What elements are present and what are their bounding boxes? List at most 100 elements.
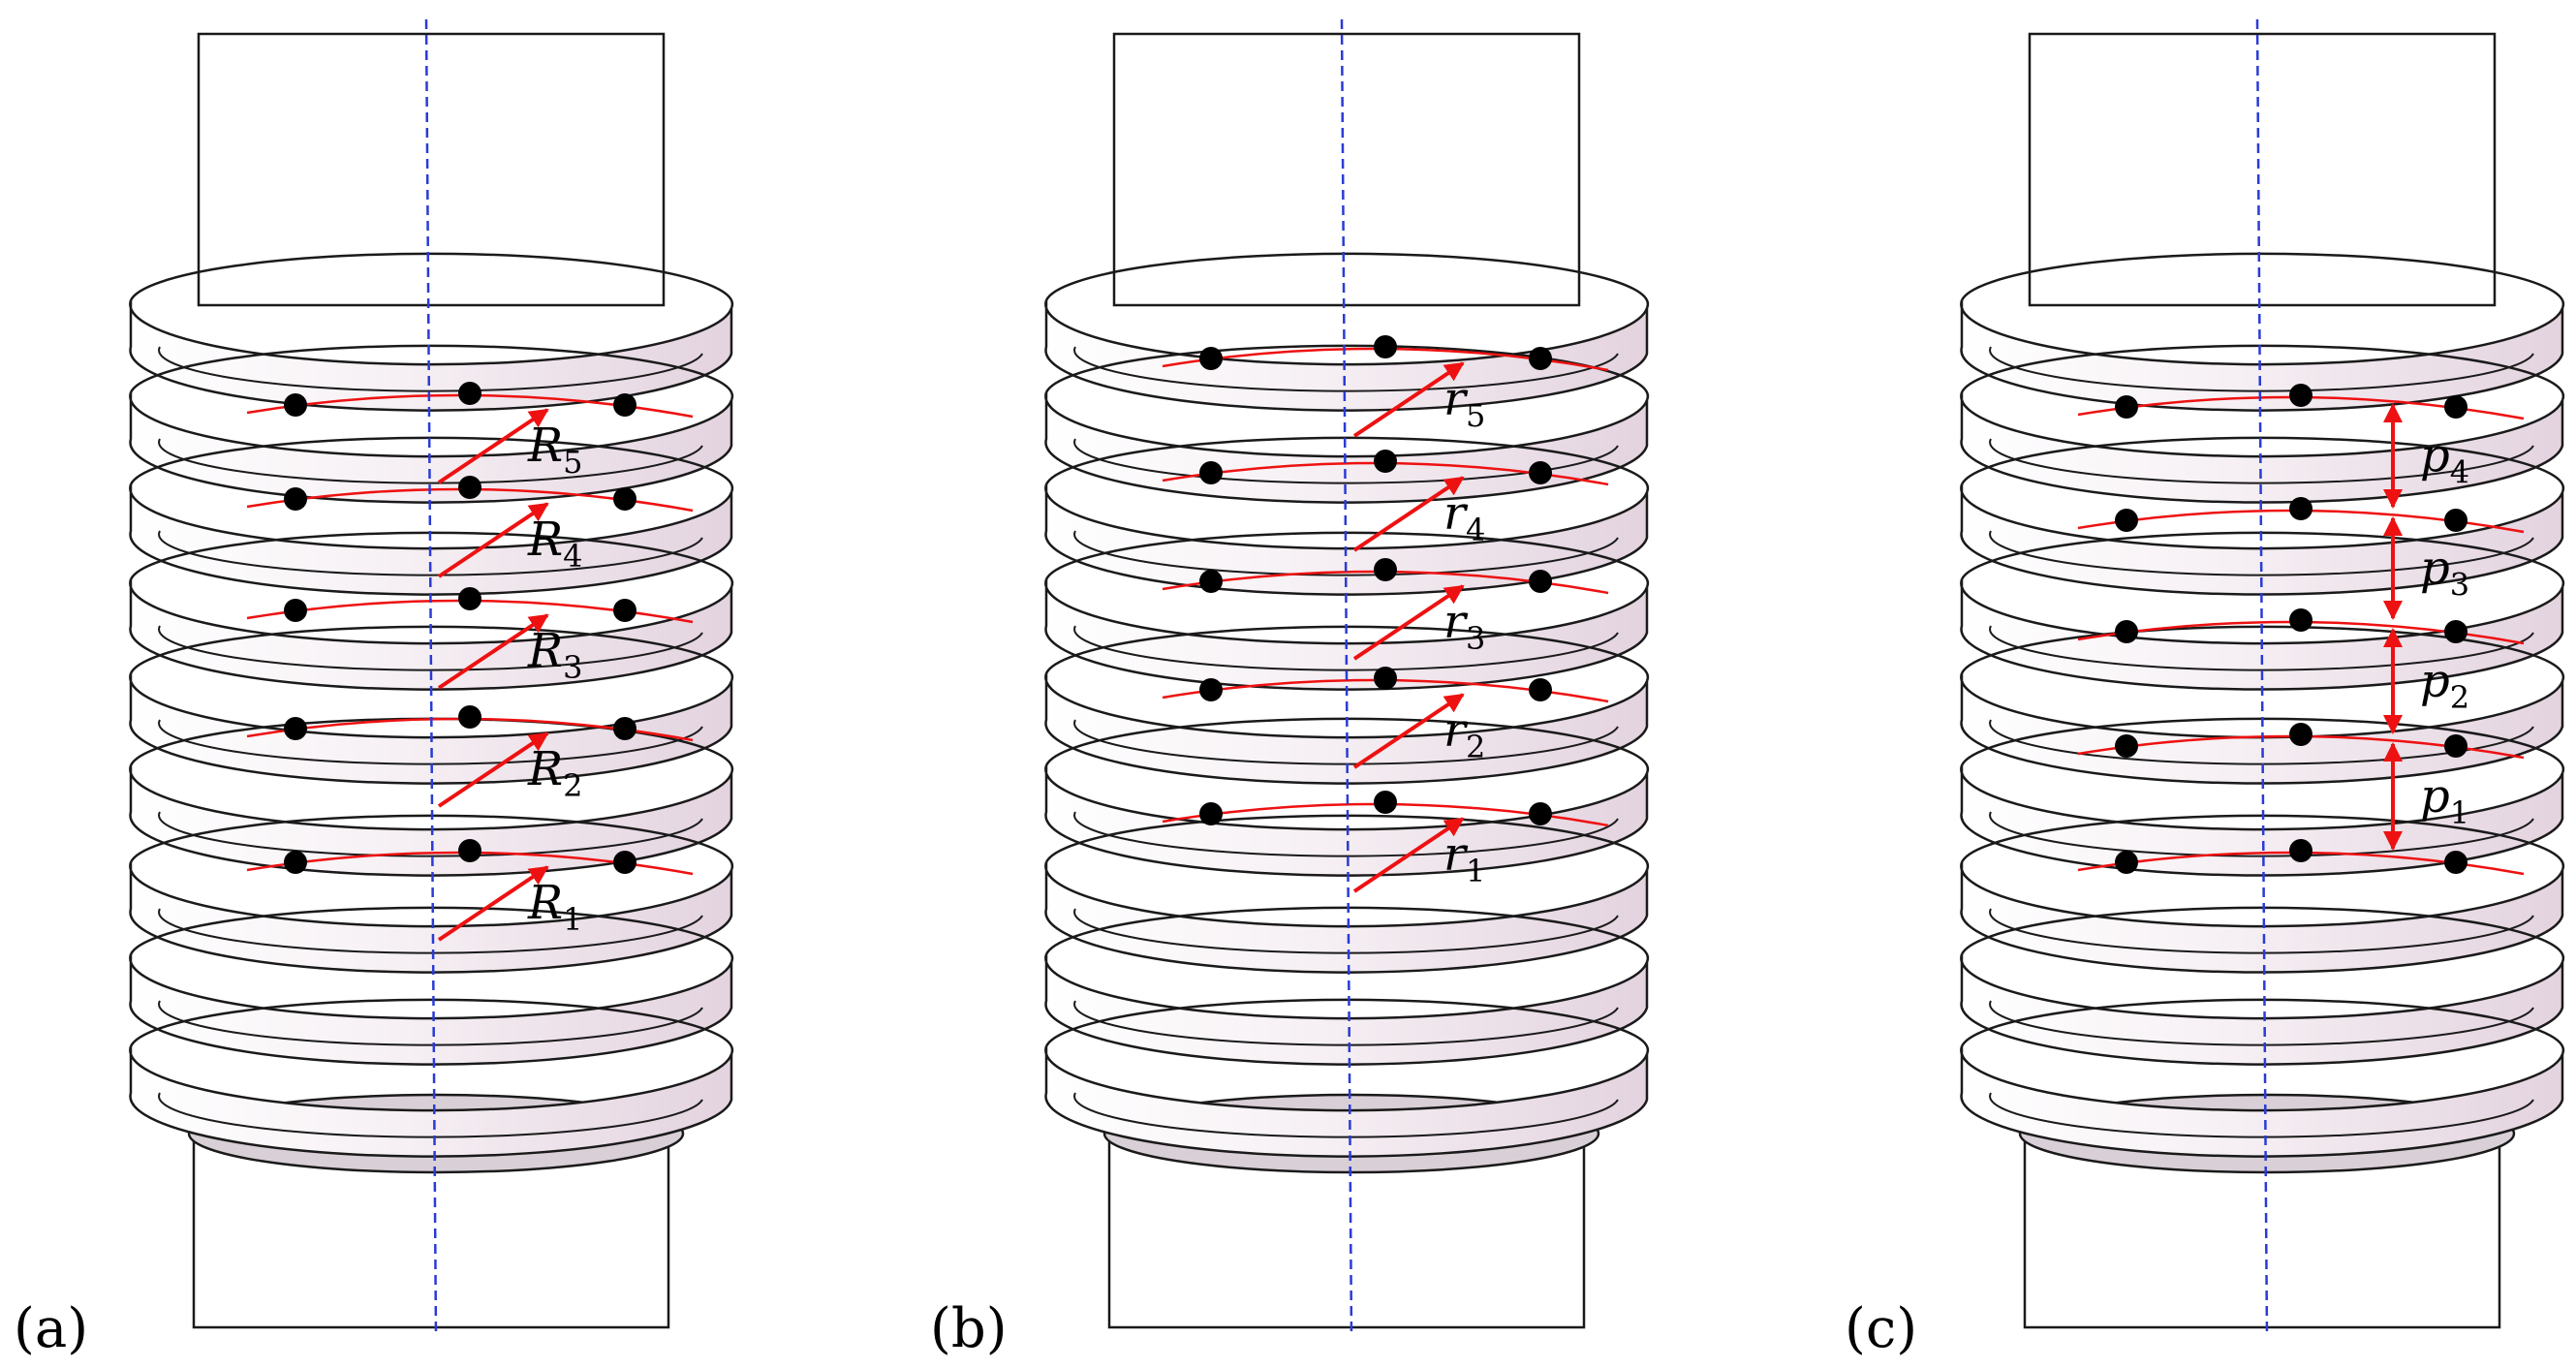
measurement-points xyxy=(2115,384,2467,874)
thread-flank xyxy=(1044,299,1649,412)
thread-root xyxy=(1073,811,1619,857)
radius-arrow xyxy=(437,731,549,808)
point-center xyxy=(458,587,481,610)
point-center xyxy=(1374,667,1397,690)
point-right xyxy=(1529,347,1552,370)
thread-crest xyxy=(1960,814,2565,871)
thread-root xyxy=(158,1000,703,1046)
thread-turn xyxy=(1044,998,1650,1158)
thread-root xyxy=(158,530,703,576)
point-right xyxy=(1529,802,1552,825)
thread-root xyxy=(158,811,703,857)
measure-label-p1: p1 xyxy=(2420,769,2469,831)
thread-crest xyxy=(1044,906,1650,963)
point-center xyxy=(1374,791,1397,814)
thread-root xyxy=(1073,346,1619,392)
thread-crest xyxy=(1044,625,1650,682)
thread-root xyxy=(1989,811,2534,857)
point-center xyxy=(1374,335,1397,358)
thread-turn xyxy=(129,436,734,596)
thread-flank xyxy=(129,764,733,877)
radius-arrow xyxy=(437,613,549,690)
thread-crest xyxy=(1960,906,2565,963)
point-left xyxy=(2115,734,2138,758)
radius-arrow xyxy=(1352,476,1465,552)
thread-crest xyxy=(1960,436,2565,493)
thread-turn xyxy=(129,531,734,691)
thread-crest xyxy=(1960,531,2565,588)
point-left xyxy=(1199,678,1223,701)
thread-root xyxy=(1989,1000,2534,1046)
thread-root xyxy=(1989,625,2534,671)
measure-label-p4: p4 xyxy=(2420,429,2469,491)
thread-crest xyxy=(1044,998,1650,1055)
panel-label-c: (c) xyxy=(1845,1297,1917,1360)
thread-root xyxy=(1073,438,1619,484)
radius-arrow xyxy=(437,502,549,578)
thread-flank xyxy=(1960,299,2564,412)
thread-crest xyxy=(1960,998,2565,1055)
thread-crest xyxy=(129,344,734,401)
thread-root xyxy=(158,625,703,671)
thread-root xyxy=(1989,719,2534,765)
thread-crest xyxy=(1044,531,1650,588)
measure-label-r5: r5 xyxy=(1443,372,1485,434)
thread-flank xyxy=(129,1045,733,1158)
thread-root xyxy=(158,438,703,484)
thread-root xyxy=(1073,1092,1619,1138)
measure-label-R2: R2 xyxy=(527,742,583,804)
thread-flank xyxy=(1960,1045,2564,1158)
thread-flank xyxy=(1044,578,1649,691)
point-center xyxy=(2289,384,2312,407)
thread-crest xyxy=(1960,717,2565,774)
measure-arrows xyxy=(1352,361,1465,893)
point-right xyxy=(2444,620,2467,643)
upper-shaft xyxy=(1112,32,1581,307)
point-center xyxy=(458,705,481,729)
thread-root xyxy=(1073,625,1619,671)
measure-label-p2: p2 xyxy=(2420,654,2469,716)
measure-label-R3: R3 xyxy=(527,624,583,686)
measurement-points xyxy=(284,382,636,874)
thread-crest xyxy=(1044,436,1650,493)
thread-root xyxy=(1073,908,1619,954)
measure-label-r1: r1 xyxy=(1443,827,1485,889)
point-left xyxy=(1199,461,1223,484)
measure-label-r3: r3 xyxy=(1443,595,1485,657)
thread-turn xyxy=(129,998,734,1158)
thread-crest xyxy=(129,814,734,871)
thread-root xyxy=(158,719,703,765)
point-center xyxy=(2289,839,2312,862)
thread-root xyxy=(1989,908,2534,954)
point-right xyxy=(2444,734,2467,758)
thread-flank xyxy=(1960,483,2564,596)
point-right xyxy=(1529,461,1552,484)
point-right xyxy=(2444,395,2467,419)
thread-root xyxy=(1073,719,1619,765)
measure-labels: r5 r4 r3 r2 r1 xyxy=(1443,372,1485,889)
thread-root xyxy=(158,908,703,954)
thread-flank xyxy=(129,578,733,691)
upper-shaft xyxy=(2028,32,2497,307)
radius-arrow xyxy=(437,865,549,942)
thread-crest xyxy=(1044,344,1650,401)
point-right xyxy=(1529,570,1552,593)
thread-crest xyxy=(1044,252,1650,309)
panel-c: p4 p3 p2 p1 (c) xyxy=(1845,18,2565,1360)
measure-label-R4: R4 xyxy=(527,513,583,575)
measure-arrows xyxy=(437,408,549,942)
upper-shaft xyxy=(197,32,666,307)
thread-turns xyxy=(129,252,734,1158)
panel-b: r5 r4 r3 r2 r1 (b) xyxy=(930,18,1650,1360)
measure-label-R1: R1 xyxy=(527,876,583,938)
thread-root xyxy=(1073,530,1619,576)
point-center xyxy=(458,839,481,862)
thread-flank xyxy=(1960,578,2564,691)
thread-crest xyxy=(1044,717,1650,774)
thread-crest xyxy=(129,906,734,963)
radius-arrow xyxy=(437,408,549,484)
radius-arrow xyxy=(1352,361,1465,438)
point-left xyxy=(1199,570,1223,593)
measure-label-R5: R5 xyxy=(527,419,583,481)
